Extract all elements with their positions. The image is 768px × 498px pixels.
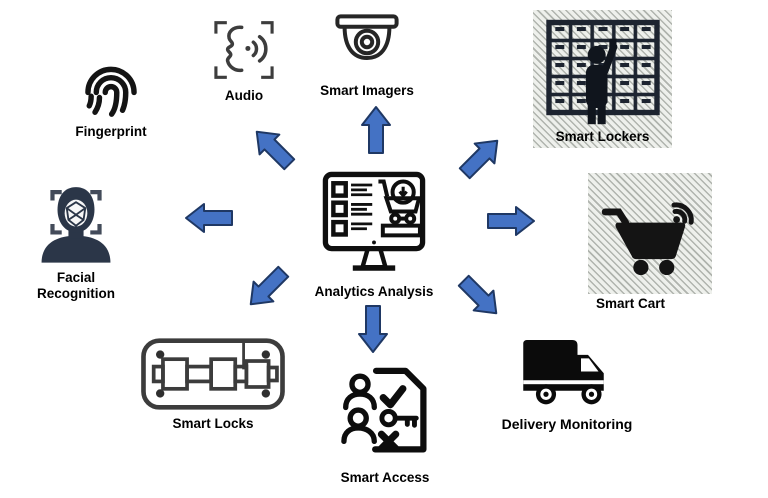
arrow-up-right-icon [453,129,509,185]
node-label: Delivery Monitoring [501,416,633,432]
node-delivery-monitoring: Delivery Monitoring [486,321,648,433]
arrow-left-icon [185,203,233,233]
access-document-icon [341,367,427,453]
node-label: Analytics Analysis [314,284,434,299]
dome-camera-icon [335,14,399,61]
node-smart-access: Smart Access [325,354,445,486]
node-audio: Audio [194,8,294,104]
node-smart-cart: Smart Cart [588,173,714,312]
node-fingerprint: Fingerprint [56,50,166,140]
node-label: Audio [224,88,264,103]
node-label: Smart Imagers [320,83,414,98]
lockers-person-icon [545,19,660,125]
node-label: Smart Lockers [555,129,650,144]
lock-bolt-icon [141,338,285,410]
node-smart-locks: Smart Locks [133,333,293,432]
arrow-down-right-icon [452,269,508,325]
node-label: Facial Recognition [37,270,115,302]
node-smart-lockers: Smart Lockers [533,10,672,149]
arrow-up-left-icon [245,120,301,176]
analytics-monitor-icon [322,171,426,271]
arrow-up-icon [361,106,391,154]
node-label: Smart Locks [172,416,254,431]
face-scan-icon [41,187,111,263]
node-analytics-analysis: Analytics Analysis [308,162,440,300]
arrow-down-left-icon [239,260,295,316]
cart-wifi-icon [601,201,694,275]
node-label: Fingerprint [75,124,147,139]
fingerprint-icon [85,66,137,117]
arrow-down-icon [358,305,388,353]
arrow-right-icon [487,206,535,236]
node-label: Smart Cart [596,296,666,311]
delivery-van-icon [523,340,604,405]
speech-audio-icon [214,21,274,79]
node-facial-recognition: Facial Recognition [22,170,130,302]
node-label: Smart Access [340,470,430,485]
node-smart-imagers: Smart Imagers [308,3,426,99]
